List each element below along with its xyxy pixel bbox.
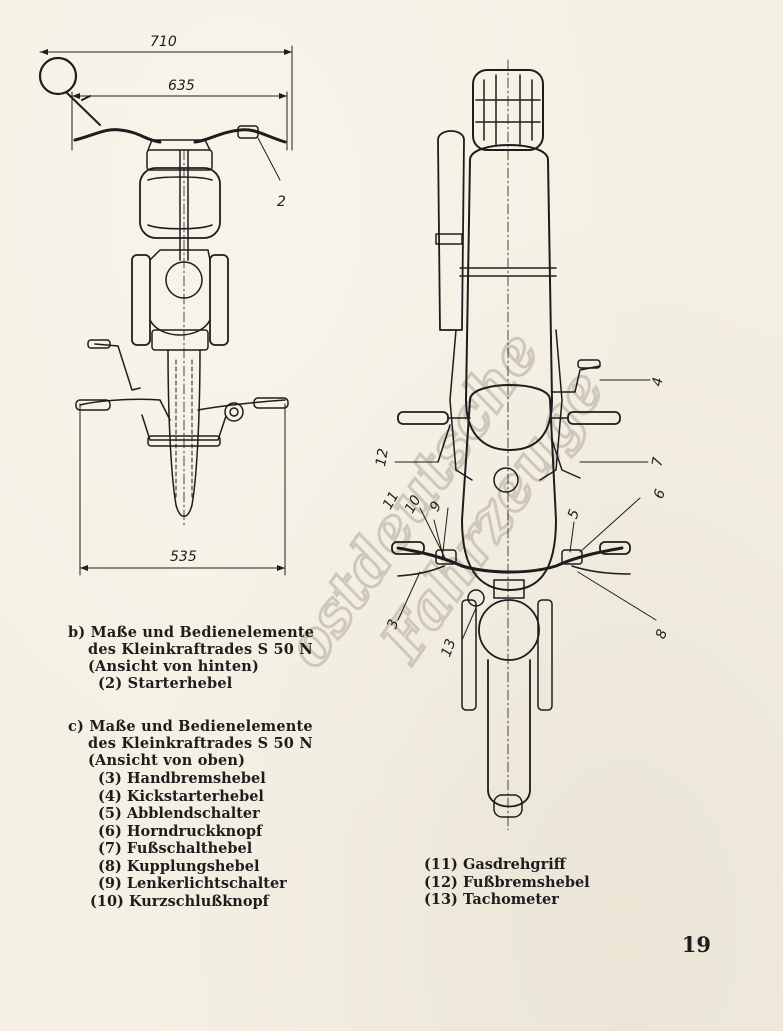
legend-item-3: (3) Handbremshebel	[98, 770, 266, 787]
caption-c-line-2: des Kleinkraftrades S 50 N	[88, 735, 313, 752]
caption-c-label: c)	[68, 718, 85, 735]
caption-b-item: (2) Starterhebel	[98, 675, 233, 692]
legend-item-8: (8) Kupplungshebel	[98, 857, 260, 875]
legend-item-5: (5) Abblendschalter	[98, 805, 260, 822]
dimension-635: 635	[168, 78, 195, 94]
callout-8: 8	[653, 627, 671, 641]
top-view-drawing	[391, 59, 657, 831]
caption-b-label: b)	[68, 624, 86, 641]
callout-3: 3	[384, 617, 402, 631]
legend-item-7: (7) Fußschalthebel	[98, 840, 253, 857]
caption-c-title: Maße und Bedienelemente	[89, 718, 313, 735]
callout-2: 2	[277, 194, 286, 210]
caption-b-title: Maße und Bedienelemente	[90, 624, 315, 641]
callout-4: 4	[649, 376, 666, 388]
legend-item-9: (9) Lenkerlichtschalter	[98, 875, 287, 892]
callout-6: 6	[651, 487, 669, 501]
caption-b-line-1: b) Maße und Bedienelemente	[68, 624, 314, 641]
legend-item-6: (6) Horndruckknopf	[98, 822, 263, 840]
dimension-535: 535	[170, 549, 197, 565]
legend-item-12: (12) Fußbremshebel	[424, 873, 590, 891]
callout-12: 12	[373, 447, 392, 467]
callout-10: 10	[402, 493, 425, 517]
callout-9: 9	[427, 499, 445, 515]
legend-right: (11) Gasdrehgriff (12) Fußbremshebel (13…	[424, 856, 590, 909]
legend-item-11: (11) Gasdrehgriff	[424, 856, 566, 873]
caption-c-line-1: c) Maße und Bedienelemente	[68, 718, 313, 735]
callout-5: 5	[565, 507, 583, 521]
legend-left: (3) Handbremshebel (4) Kickstarterhebel …	[90, 770, 287, 910]
legend-item-13: (13) Tachometer	[424, 891, 559, 908]
page-number: 19	[681, 932, 711, 957]
caption-c-line-3: (Ansicht von oben)	[88, 752, 246, 769]
callout-7: 7	[649, 456, 666, 468]
legend-item-4: (4) Kickstarterhebel	[98, 787, 264, 805]
rear-view-drawing	[38, 45, 293, 576]
caption-b-line-2: des Kleinkraftrades S 50 N	[88, 641, 313, 658]
callout-11: 11	[380, 489, 403, 512]
legend-item-10: (10) Kurzschlußknopf	[90, 892, 269, 910]
caption-b-line-3: (Ansicht von hinten)	[88, 658, 260, 675]
callout-13: 13	[438, 637, 459, 659]
dimension-710: 710	[150, 34, 177, 50]
caption-b: b) Maße und Bedienelemente des Kleinkraf…	[68, 624, 314, 692]
caption-c: c) Maße und Bedienelemente des Kleinkraf…	[68, 718, 313, 769]
